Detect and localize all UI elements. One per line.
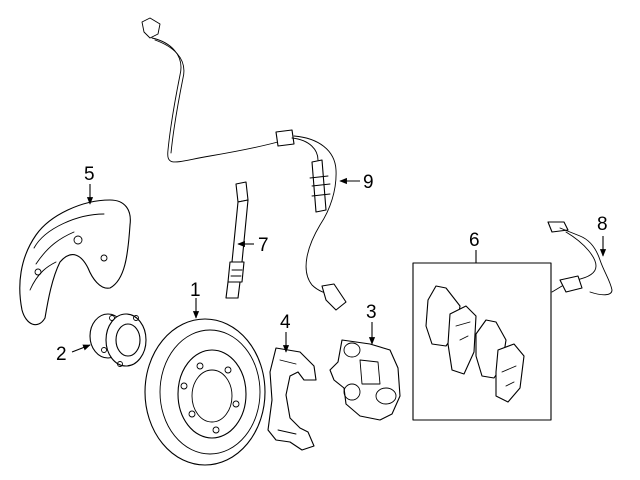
leader-lines: [71, 177, 607, 353]
wheel-hub[interactable]: [89, 313, 147, 367]
callout-4: 4: [280, 312, 291, 333]
callout-8: 8: [597, 214, 608, 235]
callout-9: 9: [363, 172, 374, 193]
brake-pad-kit[interactable]: [412, 262, 552, 421]
abs-sensor-harness[interactable]: [141, 17, 347, 311]
callout-6: 6: [469, 230, 480, 251]
brake-hose[interactable]: [225, 181, 249, 299]
brake-caliper[interactable]: [329, 339, 401, 421]
callout-7: 7: [258, 235, 269, 256]
callout-5: 5: [84, 164, 95, 185]
callout-2: 2: [56, 344, 67, 365]
pad-wear-sensor[interactable]: [547, 221, 613, 296]
callout-3: 3: [366, 302, 377, 323]
caliper-bracket[interactable]: [267, 347, 317, 451]
callout-1: 1: [190, 280, 201, 301]
brake-rotor[interactable]: [144, 318, 266, 466]
leader-2: [71, 344, 91, 353]
callout-labels: 1 2 3 4 5 6 7 8 9: [56, 164, 608, 365]
dust-shield[interactable]: [19, 199, 131, 326]
